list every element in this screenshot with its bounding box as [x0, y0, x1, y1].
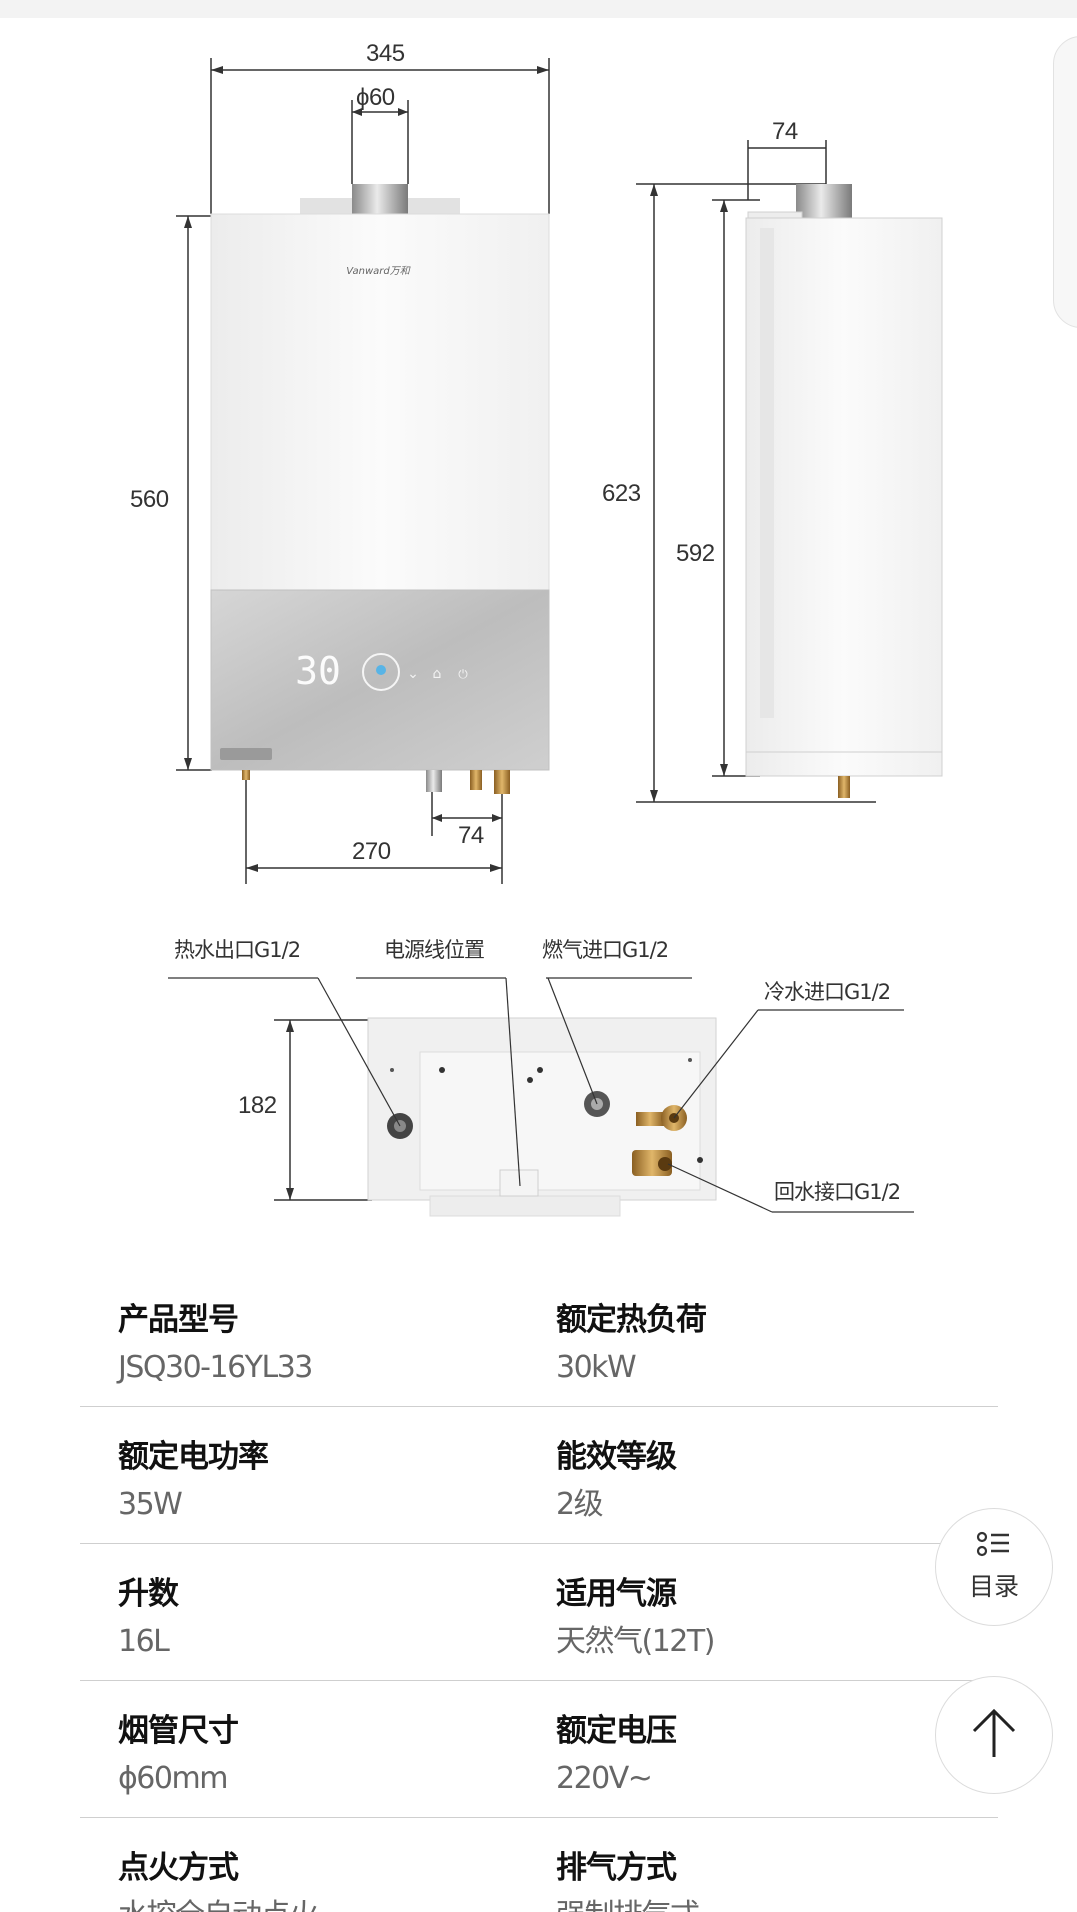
- spec-item: 能效等级 2级: [556, 1435, 677, 1525]
- spec-item: 烟管尺寸 ϕ60mm: [118, 1709, 239, 1799]
- spec-value: 天然气(12T): [556, 1624, 715, 1659]
- spec-row: 升数 16L 适用气源 天然气(12T): [80, 1544, 998, 1681]
- spec-value: 2级: [556, 1487, 604, 1522]
- callout-return-water-port: 回水接口G1/2: [774, 1180, 901, 1204]
- spec-label: 排气方式: [556, 1850, 677, 1886]
- svg-text:⏻: ⏻: [458, 667, 468, 681]
- spec-label: 升数: [118, 1576, 179, 1612]
- spec-label: 烟管尺寸: [118, 1713, 239, 1749]
- spec-value: 水控全自动点火: [118, 1896, 319, 1912]
- list-icon: [976, 1531, 1012, 1565]
- pipe-spacing-label: 74: [458, 822, 484, 849]
- callout-hot-water-outlet: 热水出口G1/2: [174, 938, 301, 962]
- spec-item: 额定电功率 35W: [118, 1435, 269, 1525]
- spec-row: 产品型号 JSQ30-16YL33 额定热负荷 30kW: [80, 1270, 998, 1407]
- callout-gas-inlet: 燃气进口G1/2: [542, 938, 669, 962]
- spec-item: 额定电压 220V~: [556, 1709, 677, 1799]
- spec-label: 额定热负荷: [556, 1302, 707, 1338]
- spec-value: 35W: [118, 1487, 183, 1522]
- spec-value: ϕ60mm: [118, 1761, 228, 1796]
- toc-label: 目录: [968, 1572, 1019, 1601]
- svg-text:Vanward万和: Vanward万和: [346, 265, 410, 277]
- side-view: [636, 140, 876, 803]
- spec-label: 产品型号: [118, 1302, 239, 1338]
- spec-item: 排气方式 强制排气式: [556, 1846, 700, 1912]
- bottom-view: [168, 977, 914, 1217]
- spec-row: 点火方式 水控全自动点火 排气方式 强制排气式: [80, 1818, 998, 1912]
- back-to-top-button[interactable]: [935, 1676, 1053, 1794]
- spec-table: 产品型号 JSQ30-16YL33 额定热负荷 30kW 额定电功率 35W 能…: [80, 1270, 998, 1912]
- spec-value: 220V~: [556, 1761, 653, 1796]
- spec-row: 烟管尺寸 ϕ60mm 额定电压 220V~: [80, 1681, 998, 1818]
- spec-value: 30kW: [556, 1350, 637, 1385]
- front-heater-illustration: Vanward万和 30 ⌄ ⌂ ⏻: [210, 184, 550, 794]
- side-heater-illustration: [745, 184, 943, 798]
- top-status-strip: [0, 0, 1077, 18]
- toc-button[interactable]: 目录: [935, 1508, 1053, 1626]
- svg-text:⌄: ⌄: [407, 666, 419, 682]
- spec-value: JSQ30-16YL33: [118, 1350, 313, 1385]
- side-body-height-label: 592: [676, 540, 715, 567]
- spec-value: 16L: [118, 1624, 170, 1659]
- spec-label: 能效等级: [556, 1439, 677, 1475]
- spec-label: 适用气源: [556, 1576, 677, 1612]
- flue-diameter-label: ϕ60: [356, 84, 395, 111]
- spec-row: 额定电功率 35W 能效等级 2级: [80, 1407, 998, 1544]
- front-width-label: 345: [366, 40, 405, 67]
- arrow-up-icon: [966, 1705, 1022, 1765]
- callout-cold-water-inlet: 冷水进口G1/2: [764, 980, 891, 1004]
- spec-item: 产品型号 JSQ30-16YL33: [118, 1298, 313, 1388]
- spec-label: 额定电压: [556, 1713, 677, 1749]
- bottom-width-label: 270: [352, 838, 391, 865]
- spec-label: 额定电功率: [118, 1439, 269, 1475]
- side-total-height-label: 623: [602, 480, 641, 507]
- svg-text:30: 30: [295, 649, 341, 693]
- spec-item: 额定热负荷 30kW: [556, 1298, 707, 1388]
- side-flue-offset-label: 74: [772, 118, 798, 145]
- spec-value: 强制排气式: [556, 1896, 700, 1912]
- spec-item: 点火方式 水控全自动点火: [118, 1846, 319, 1912]
- spec-item: 适用气源 天然气(12T): [556, 1572, 715, 1662]
- spec-item: 升数 16L: [118, 1572, 179, 1662]
- callout-power-cord-position: 电源线位置: [384, 938, 485, 962]
- bottom-height-label: 182: [238, 1092, 277, 1119]
- front-height-label: 560: [130, 486, 169, 513]
- svg-text:⌂: ⌂: [433, 666, 442, 682]
- product-dimension-drawing: Vanward万和 30 ⌄ ⌂ ⏻: [168, 58, 943, 1217]
- spec-label: 点火方式: [118, 1850, 239, 1886]
